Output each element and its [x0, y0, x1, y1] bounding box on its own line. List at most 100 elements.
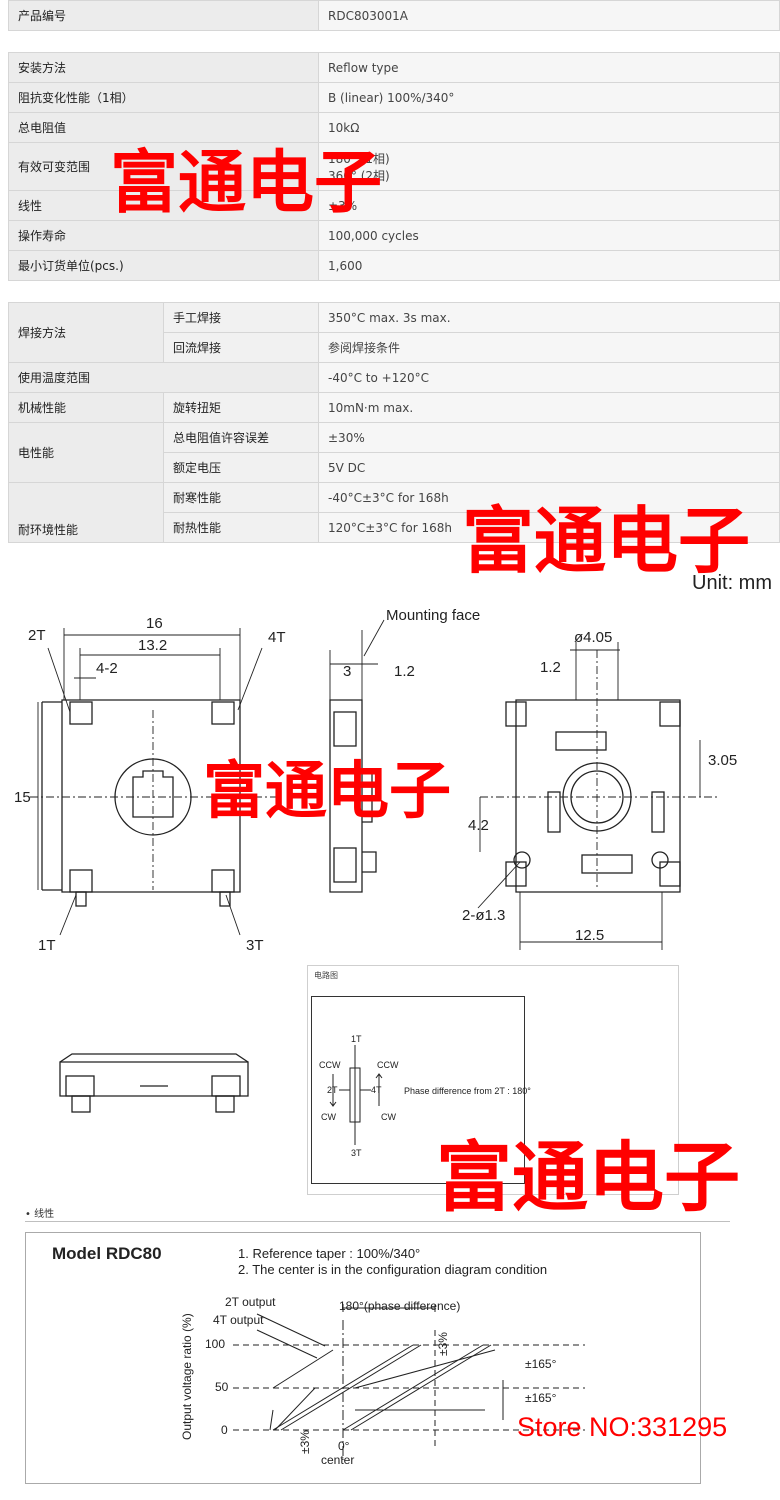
ccw-label-right: CCW	[377, 1060, 399, 1070]
row-sublabel: 额定电压	[163, 452, 319, 483]
mounting-face-label: Mounting face	[386, 607, 480, 624]
row-value: -40°C to +120°C	[318, 362, 780, 393]
zero-degree: 0°	[338, 1439, 350, 1453]
row-value: 参阅焊接条件	[318, 332, 780, 363]
linearity-graph: 2T output 4T output 180°(phase differenc…	[180, 1295, 585, 1467]
row-sublabel: 耐热性能	[163, 512, 319, 543]
circuit-frame	[311, 996, 525, 1184]
row-sublabel: 耐寒性能	[163, 482, 319, 513]
row-label: 最小订货单位(pcs.)	[8, 250, 319, 281]
circuit-2t: 2T	[327, 1085, 338, 1095]
table-row: 操作寿命 100,000 cycles	[8, 220, 780, 251]
table-row: 阻抗变化性能（1相） B (linear) 100%/340°	[8, 82, 780, 113]
row-label: 线性	[8, 190, 319, 221]
label-4t: 4T	[268, 629, 286, 646]
circuit-4t: 4T	[371, 1085, 382, 1095]
table-row: 耐环境性能 耐寒性能 -40°C±3°C for 168h	[8, 482, 780, 543]
dim-3: 3	[343, 663, 351, 680]
row-label: 有效可变范围	[8, 142, 319, 191]
label-3t: 3T	[246, 937, 264, 954]
circuit-title: 电路图	[314, 971, 338, 980]
table-row: 焊接方法 手工焊接 350°C max. 3s max.	[8, 302, 780, 363]
row-sublabel: 手工焊接	[163, 302, 319, 333]
watermark: 富通电子	[203, 754, 452, 827]
note-1: 1. Reference taper : 100%/340°	[238, 1246, 421, 1261]
table-row: 额定电压 5V DC	[9, 452, 780, 483]
row-value: 100,000 cycles	[318, 220, 780, 251]
phase-difference-label: 180°(phase difference)	[339, 1299, 460, 1313]
dim-4-2-back: 4.2	[468, 817, 489, 834]
circuit-3t: 3T	[351, 1148, 362, 1158]
ccw-label-left: CCW	[319, 1060, 341, 1070]
row-label: 电性能	[8, 422, 164, 483]
table-row: 安装方法 Reflow type	[8, 52, 780, 83]
row-value: 120°C±3°C for 168h	[318, 512, 780, 543]
dim-1-2-back: 1.2	[540, 659, 561, 676]
y-tick-100: 100	[205, 1337, 225, 1351]
dim-4-2: 4-2	[96, 660, 118, 677]
linearity-header: • 线性	[25, 1209, 55, 1220]
row-label: 阻抗变化性能（1相）	[8, 82, 319, 113]
table-row: 总电阻值 10kΩ	[8, 112, 780, 143]
legend-2t-output: 2T output	[225, 1295, 276, 1309]
legend-4t-output: 4T output	[213, 1313, 264, 1327]
y-tick-50: 50	[215, 1380, 229, 1394]
linearity-panel	[25, 1232, 701, 1484]
y-axis-label: Output voltage ratio (%)	[180, 1313, 194, 1440]
dim-dia-4-05: ø4.05	[574, 629, 612, 646]
cw-label-left: CW	[321, 1112, 336, 1122]
row-label: 使用温度范围	[8, 362, 319, 393]
row-value: 180° (1相) 360° (2相)	[318, 142, 780, 191]
row-value: -40°C±3°C for 168h	[318, 482, 780, 513]
label-2t: 2T	[28, 627, 46, 644]
tolerance-3-top: ±3%	[436, 1332, 450, 1356]
row-value: 350°C max. 3s max.	[318, 302, 780, 333]
table-row: 使用温度范围 -40°C to +120°C	[8, 362, 780, 393]
dim-12-5: 12.5	[575, 927, 604, 944]
dim-3-05: 3.05	[708, 752, 737, 769]
linearity-title: 线性	[34, 1209, 55, 1220]
y-tick-0: 0	[221, 1423, 228, 1437]
center-label: center	[321, 1453, 354, 1467]
dim-2-dia-1-3: 2-ø1.3	[462, 907, 505, 924]
watermark: 富通电子	[436, 1133, 740, 1222]
circuit-1t: 1T	[351, 1034, 362, 1044]
table-row: 有效可变范围 180° (1相) 360° (2相)	[8, 142, 780, 191]
store-number: Store NO:331295	[517, 1412, 728, 1442]
row-value: ±30%	[318, 422, 780, 453]
row-label: 安装方法	[8, 52, 319, 83]
dim-15: 15	[14, 789, 31, 806]
row-label: 产品编号	[8, 0, 319, 31]
row-value: 1,600	[318, 250, 780, 281]
model-title: Model RDC80	[52, 1244, 162, 1263]
row-value: 10kΩ	[318, 112, 780, 143]
divider	[25, 1221, 730, 1222]
row-value: 5V DC	[318, 452, 780, 483]
table-row: 线性 ±3%	[8, 190, 780, 221]
cw-label-right: CW	[381, 1112, 396, 1122]
unit-label: Unit: mm	[692, 572, 772, 594]
row-label: 耐环境性能	[8, 482, 164, 543]
table-row: 电性能 总电阻值许容误差 ±30%	[8, 422, 780, 483]
angle-165-bottom: ±165°	[525, 1391, 557, 1405]
phase-note: Phase difference from 2T : 180°	[404, 1086, 531, 1096]
linearity-notes: 1. Reference taper : 100%/340° 2. The ce…	[238, 1246, 547, 1278]
angle-165-top: ±165°	[525, 1357, 557, 1371]
watermark: 富通电子	[462, 499, 751, 583]
table-row: 最小订货单位(pcs.) 1,600	[8, 250, 780, 281]
table-row: 机械性能 旋转扭矩 10mN·m max.	[8, 392, 780, 423]
table-row: 产品编号 RDC803001A	[8, 0, 780, 31]
row-label: 焊接方法	[8, 302, 164, 363]
row-value: 10mN·m max.	[318, 392, 780, 423]
bottom-view-drawing	[59, 1053, 249, 1113]
row-sublabel: 回流焊接	[163, 332, 319, 363]
row-label: 机械性能	[8, 392, 164, 423]
label-1t: 1T	[38, 937, 56, 954]
row-sublabel: 总电阻值许容误差	[163, 422, 319, 453]
circuit-diagram: 1T 3T 2T 4T CCW CCW CW CW Phase differen…	[319, 1034, 531, 1158]
value-line: 180° (1相)	[328, 151, 390, 166]
note-2: 2. The center is in the configuration di…	[238, 1262, 548, 1277]
row-sublabel: 旋转扭矩	[163, 392, 319, 423]
circuit-panel	[307, 965, 679, 1195]
tolerance-3-bottom: ±3%	[298, 1430, 312, 1454]
